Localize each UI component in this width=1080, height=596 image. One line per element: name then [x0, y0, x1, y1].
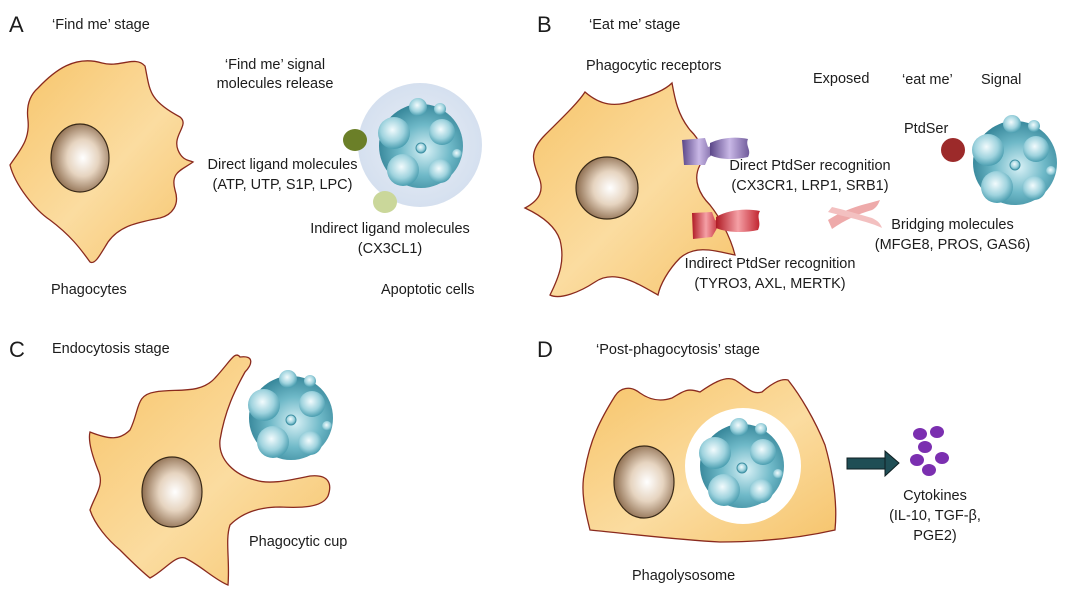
phagocytes-label: Phagocytes: [51, 282, 127, 298]
panel-a-art: [9, 60, 482, 264]
cytokines-cluster: [910, 426, 949, 476]
direct-ptdser-label: Direct PtdSer recognition: [729, 158, 891, 174]
signal-label: Signal: [981, 72, 1022, 88]
panel-b-art: [523, 81, 1058, 298]
direct-ptdser-list: (CX3CR1, LRP1, SRB1): [731, 178, 889, 194]
apoptotic-cells-label: Apoptotic cells: [381, 282, 475, 298]
bridging-molecules-label: Bridging molecules: [891, 217, 1014, 233]
direct-ligand-label: Direct ligand molecules: [207, 157, 358, 173]
cytokines-label: Cytokines: [903, 488, 967, 504]
nucleus-c: [141, 456, 203, 528]
phagocytic-receptors-label: Phagocytic receptors: [586, 58, 722, 74]
ptdser-dot: [941, 138, 965, 162]
indirect-ligand-dot: [373, 191, 397, 213]
apoptotic-cell-c: [247, 369, 334, 461]
panel-a-title: ‘Find me’ stage: [52, 17, 150, 33]
phagocyte-cell-c: [88, 354, 331, 586]
panel-d-art: [582, 378, 949, 543]
direct-ligand-list: (ATP, UTP, S1P, LPC): [212, 177, 353, 193]
direct-ligand-dot: [343, 129, 367, 151]
indirect-receptor: [692, 209, 760, 239]
find-me-signal-line1: ‘Find me’ signal: [224, 57, 326, 73]
indirect-ptdser-list: (TYRO3, AXL, MERTK): [694, 276, 846, 292]
indirect-ligand-list: (CX3CL1): [357, 241, 423, 257]
exposed-label: Exposed: [813, 71, 870, 87]
release-arrow: [846, 449, 900, 478]
panel-a-letter: A: [9, 12, 24, 37]
indirect-ptdser-label: Indirect PtdSer recognition: [684, 256, 856, 272]
indirect-ligand-label: Indirect ligand molecules: [310, 221, 470, 237]
panel-c-art: [88, 354, 334, 586]
panel-c-letter: C: [9, 337, 25, 362]
cytokines-list-line2: PGE2): [913, 528, 957, 544]
nucleus-a: [50, 123, 110, 193]
find-me-signal-line2: molecules release: [216, 76, 334, 92]
bridging-molecules-list: (MFGE8, PROS, GAS6): [874, 237, 1031, 253]
cytokines-list-line1: (IL-10, TGF-β,: [889, 508, 981, 524]
panel-b-title: ‘Eat me’ stage: [589, 17, 681, 33]
nucleus-d: [613, 445, 675, 519]
phagolysosome-label: Phagolysosome: [632, 568, 736, 584]
bridging-molecule-2: [828, 207, 882, 228]
apoptotic-cell-b: [971, 114, 1058, 206]
direct-receptor: [682, 137, 750, 165]
eat-me-label: ‘eat me’: [902, 72, 953, 88]
panel-c-title: Endocytosis stage: [52, 341, 170, 357]
nucleus-b: [575, 156, 639, 220]
ptdser-label: PtdSer: [904, 121, 949, 137]
panel-d-letter: D: [537, 337, 553, 362]
phagocytic-cup-label: Phagocytic cup: [249, 534, 348, 550]
panel-d-title: ‘Post-phagocytosis’ stage: [596, 342, 760, 358]
panel-b-letter: B: [537, 12, 552, 37]
